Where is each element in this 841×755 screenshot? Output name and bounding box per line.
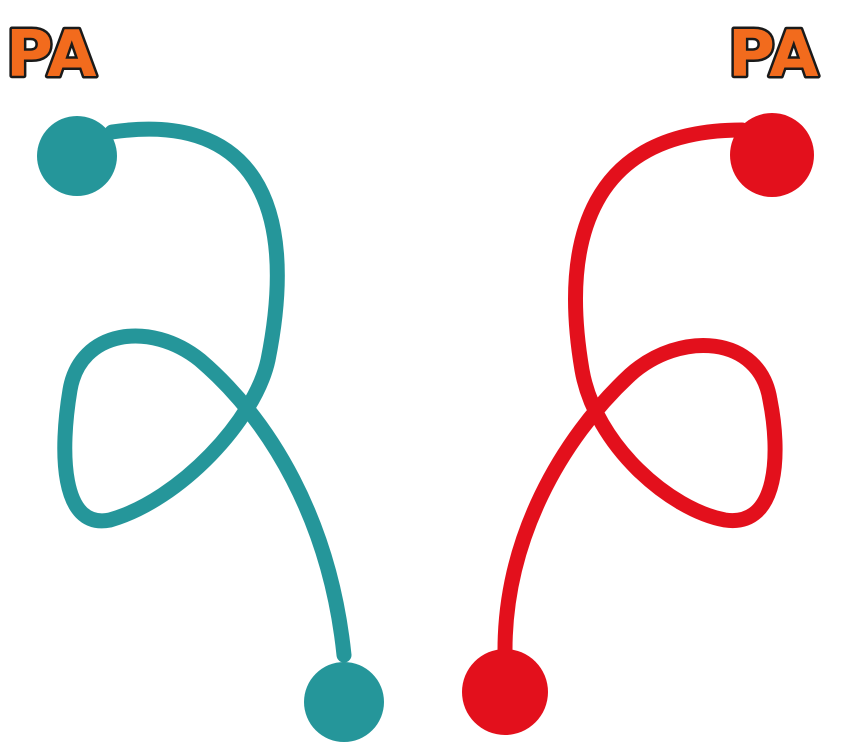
right-strand-bottom-bulb	[462, 649, 548, 735]
right-strand-curve	[497, 122, 783, 658]
left-strand-group	[37, 116, 384, 742]
left-strand-top-bulb	[37, 116, 117, 196]
left-pa-label: PA	[6, 18, 97, 92]
right-pa-label: PA	[728, 18, 819, 92]
left-strand-curve	[57, 121, 352, 663]
left-strand-bottom-bulb	[304, 662, 384, 742]
right-strand-top-bulb	[730, 113, 814, 197]
right-strand-group	[462, 113, 814, 735]
